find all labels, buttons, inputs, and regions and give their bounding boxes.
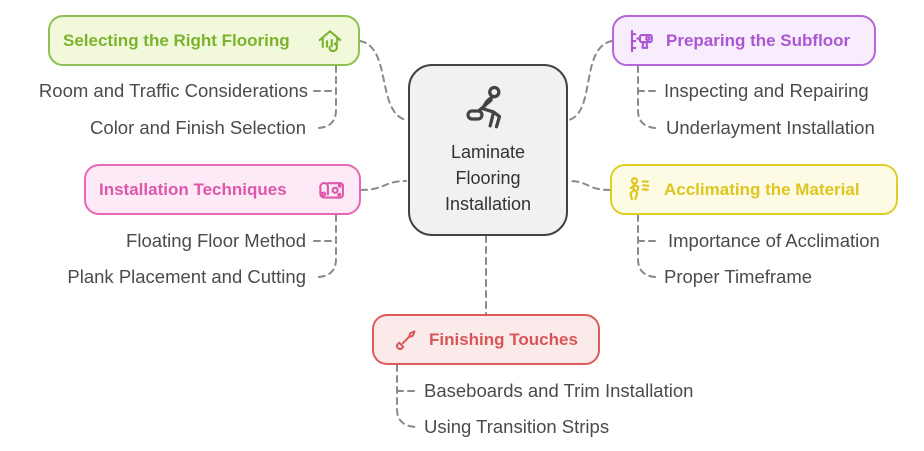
leaf-plank-placement-and-cutting[interactable]: Plank Placement and Cutting: [67, 266, 306, 287]
branch-label: Selecting the Right Flooring: [63, 30, 290, 50]
drill-icon: [627, 26, 657, 56]
center-title-line: Laminate: [450, 141, 526, 162]
acclimating-person-icon: [625, 175, 655, 205]
connector-acclimating-children: [637, 214, 657, 278]
branch-node-installation-techniques[interactable]: Installation Techniques: [84, 164, 361, 215]
flooring-roll-icon: [316, 175, 346, 205]
leaf-inspecting-and-repairing[interactable]: Inspecting and Repairing: [664, 80, 869, 101]
branch-node-finishing-touches[interactable]: Finishing Touches: [372, 314, 600, 365]
leaf-importance-of-acclimation[interactable]: Importance of Acclimation: [668, 230, 880, 251]
connector-installation-children: [317, 214, 337, 278]
center-node[interactable]: Laminate Flooring Installation: [408, 64, 568, 236]
center-title-line: Flooring: [455, 167, 521, 188]
leaf-using-transition-strips[interactable]: Using Transition Strips: [424, 416, 610, 437]
branch-label: Installation Techniques: [99, 179, 287, 199]
branch-label: Acclimating the Material: [664, 179, 860, 199]
connector-acclimating-to-center: [568, 180, 611, 191]
center-title-line: Installation: [444, 194, 532, 215]
leaf-proper-timeframe[interactable]: Proper Timeframe: [664, 266, 813, 287]
branch-node-selecting-the-right-flooring[interactable]: Selecting the Right Flooring: [48, 15, 360, 66]
connector-selecting-children: [317, 65, 337, 129]
house-select-icon: [315, 26, 345, 56]
leaf-floating-floor-method[interactable]: Floating Floor Method: [126, 230, 306, 251]
screwdriver-icon: [392, 326, 420, 354]
branch-node-preparing-the-subfloor[interactable]: Preparing the Subfloor: [612, 15, 876, 66]
leaf-color-and-finish-selection[interactable]: Color and Finish Selection: [90, 117, 306, 138]
connector-preparing-children: [637, 65, 657, 129]
leaf-room-and-traffic-considerations[interactable]: Room and Traffic Considerations: [38, 80, 308, 101]
branch-label: Finishing Touches: [429, 329, 578, 349]
connector-installation-to-center: [360, 180, 407, 191]
branch-label: Preparing the Subfloor: [666, 30, 851, 50]
connector-selecting-to-center: [359, 40, 407, 121]
connector-finishing-children: [396, 364, 417, 428]
center-title: Laminate Flooring Installation: [445, 139, 531, 217]
connector-preparing-to-center: [568, 40, 613, 121]
branch-node-acclimating-the-material[interactable]: Acclimating the Material: [610, 164, 898, 215]
floor-installer-icon: [462, 83, 514, 135]
leaf-baseboards-and-trim-installation[interactable]: Baseboards and Trim Installation: [424, 380, 694, 401]
leaf-underlayment-installation[interactable]: Underlayment Installation: [666, 117, 875, 138]
